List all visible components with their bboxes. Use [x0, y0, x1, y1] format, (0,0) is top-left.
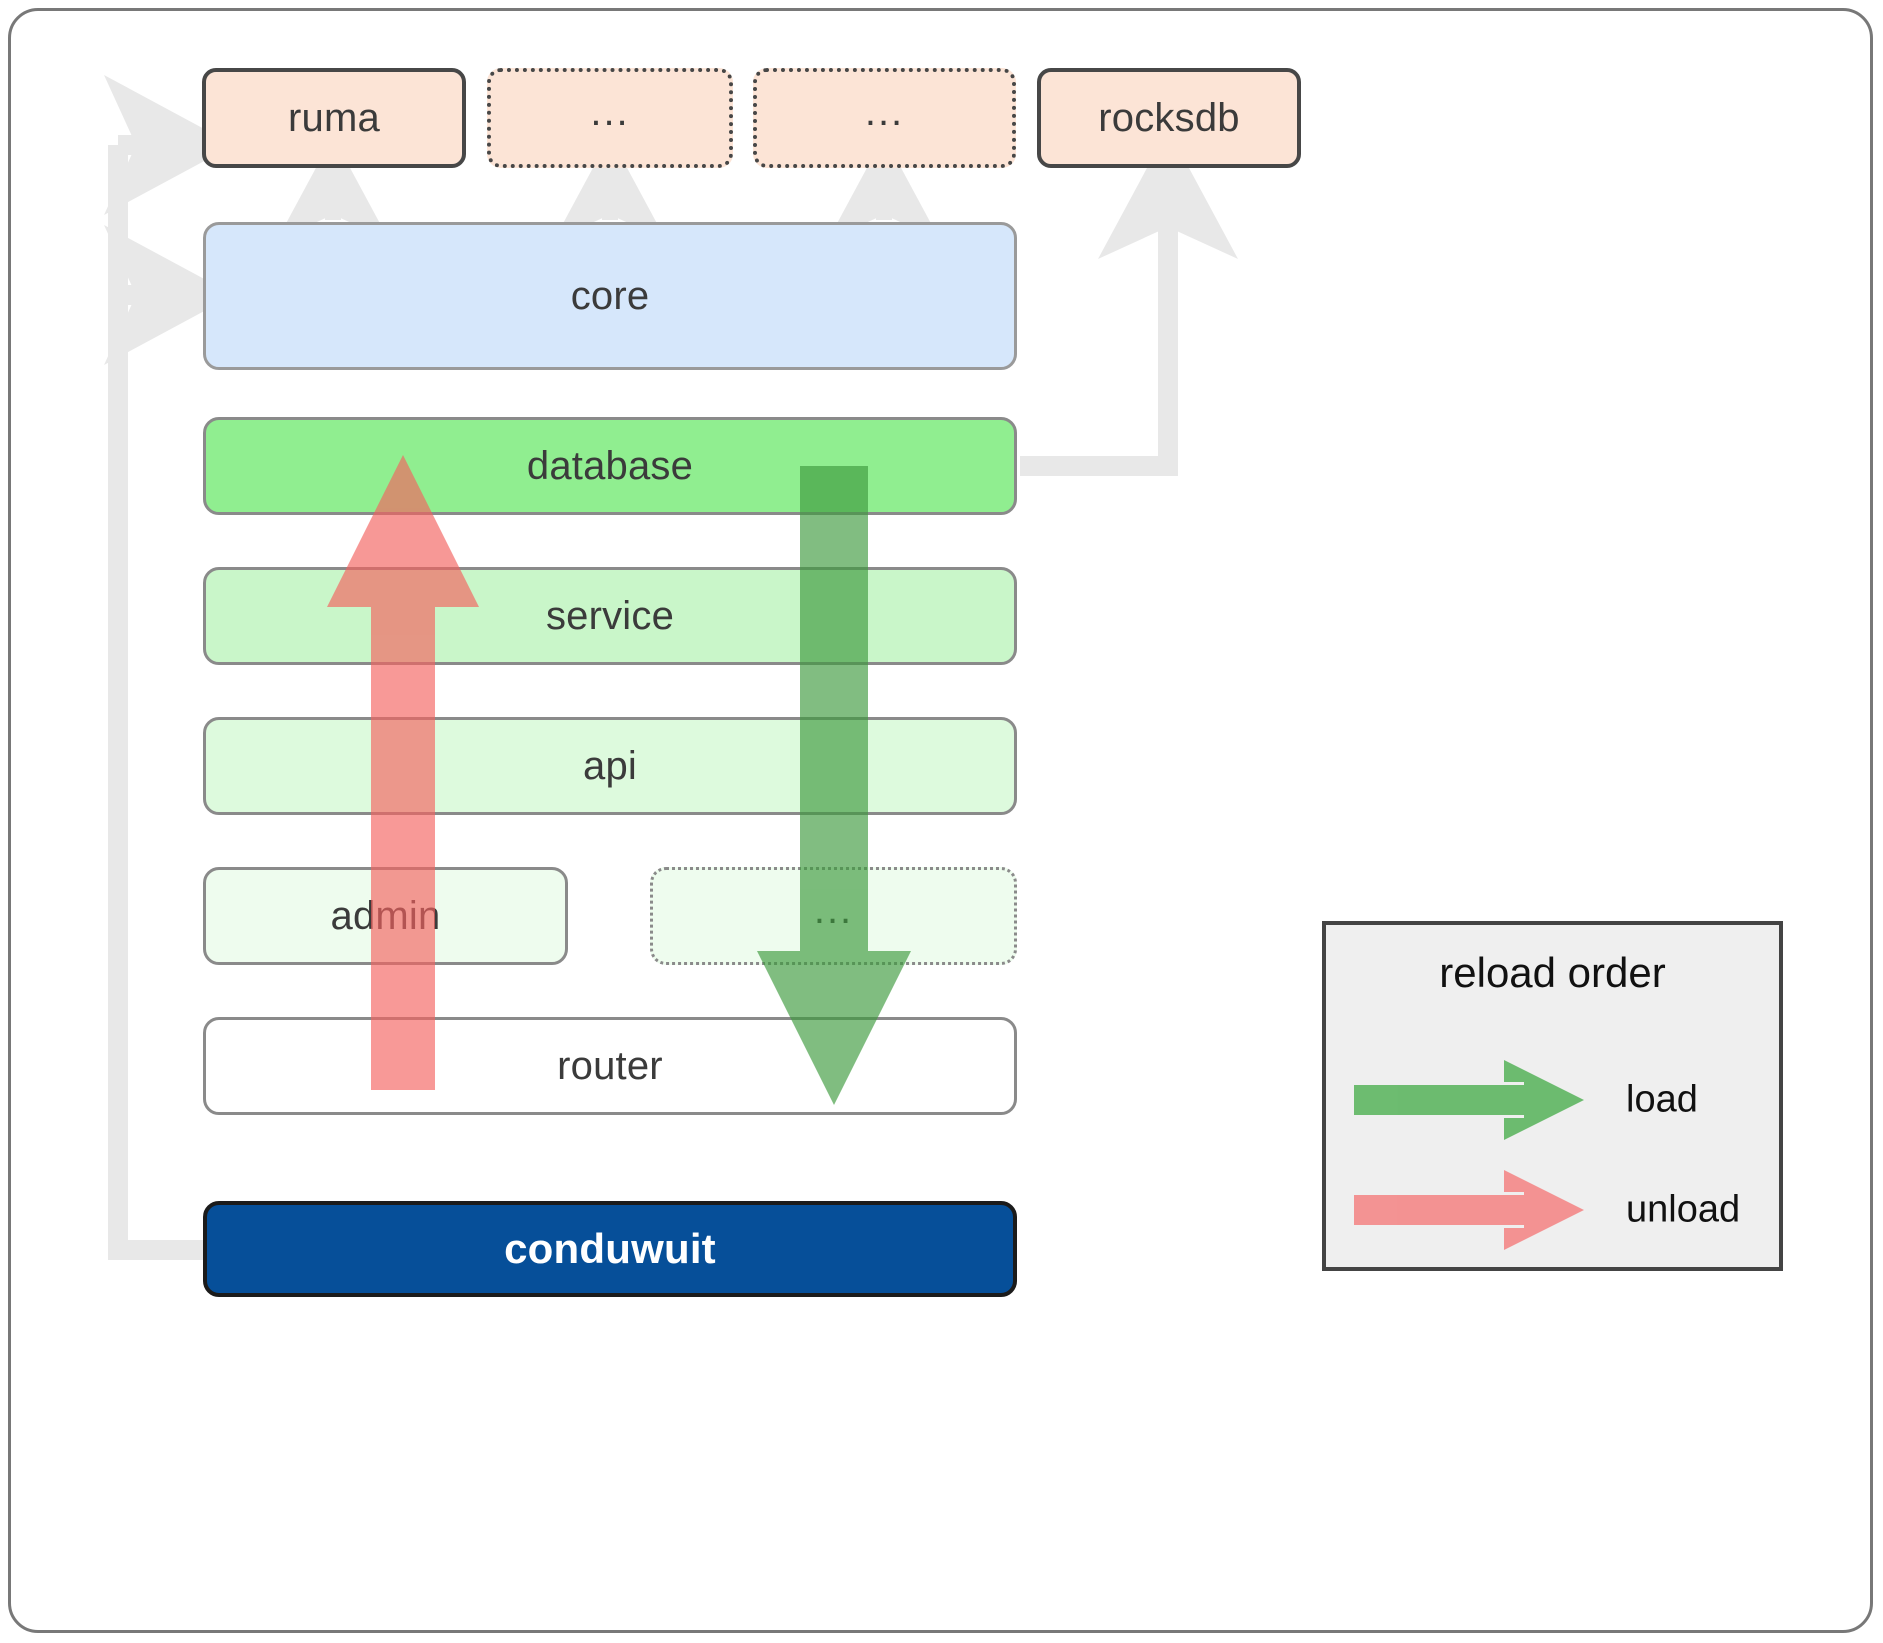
dependency-box-rocksdb[interactable]: rocksdb [1037, 68, 1301, 168]
layer-label-service: service [545, 593, 675, 638]
unload-arrow-icon [1354, 1170, 1584, 1250]
layer-box-more[interactable]: ... [650, 867, 1017, 965]
core-label: core [570, 273, 650, 318]
dependency-label-more-1: ... [590, 90, 630, 134]
core-box[interactable]: core [203, 222, 1017, 370]
dependency-label-rocksdb: rocksdb [1098, 95, 1240, 140]
layer-box-service[interactable]: service [203, 567, 1017, 665]
dependency-label-more-2: ... [864, 90, 905, 134]
layer-box-admin[interactable]: admin [203, 867, 568, 965]
layer-box-api[interactable]: api [203, 717, 1017, 815]
dependency-box-ruma[interactable]: ruma [202, 68, 466, 168]
legend-row-load: load [1326, 1060, 1779, 1140]
legend-row-unload: unload [1326, 1170, 1779, 1250]
dependency-box-more-1[interactable]: ... [487, 68, 733, 168]
app-box-conduwuit[interactable]: conduwuit [203, 1201, 1017, 1297]
legend-title: reload order [1439, 949, 1666, 996]
dependency-label-ruma: ruma [288, 95, 380, 140]
layer-box-router[interactable]: router [203, 1017, 1017, 1115]
layer-label-database: database [526, 443, 694, 488]
dependency-box-more-2[interactable]: ... [753, 68, 1016, 168]
app-label-conduwuit: conduwuit [504, 1225, 716, 1272]
layer-box-database[interactable]: database [203, 417, 1017, 515]
layer-label-router: router [557, 1043, 663, 1088]
legend-label-unload: unload [1626, 1188, 1741, 1231]
legend-panel: reload order load unload [1322, 921, 1783, 1271]
load-arrow-icon [1354, 1060, 1584, 1140]
legend-label-load: load [1626, 1078, 1698, 1121]
layer-label-api: api [583, 743, 637, 788]
layer-label-admin: admin [330, 893, 441, 938]
layer-label-more: ... [813, 888, 854, 932]
